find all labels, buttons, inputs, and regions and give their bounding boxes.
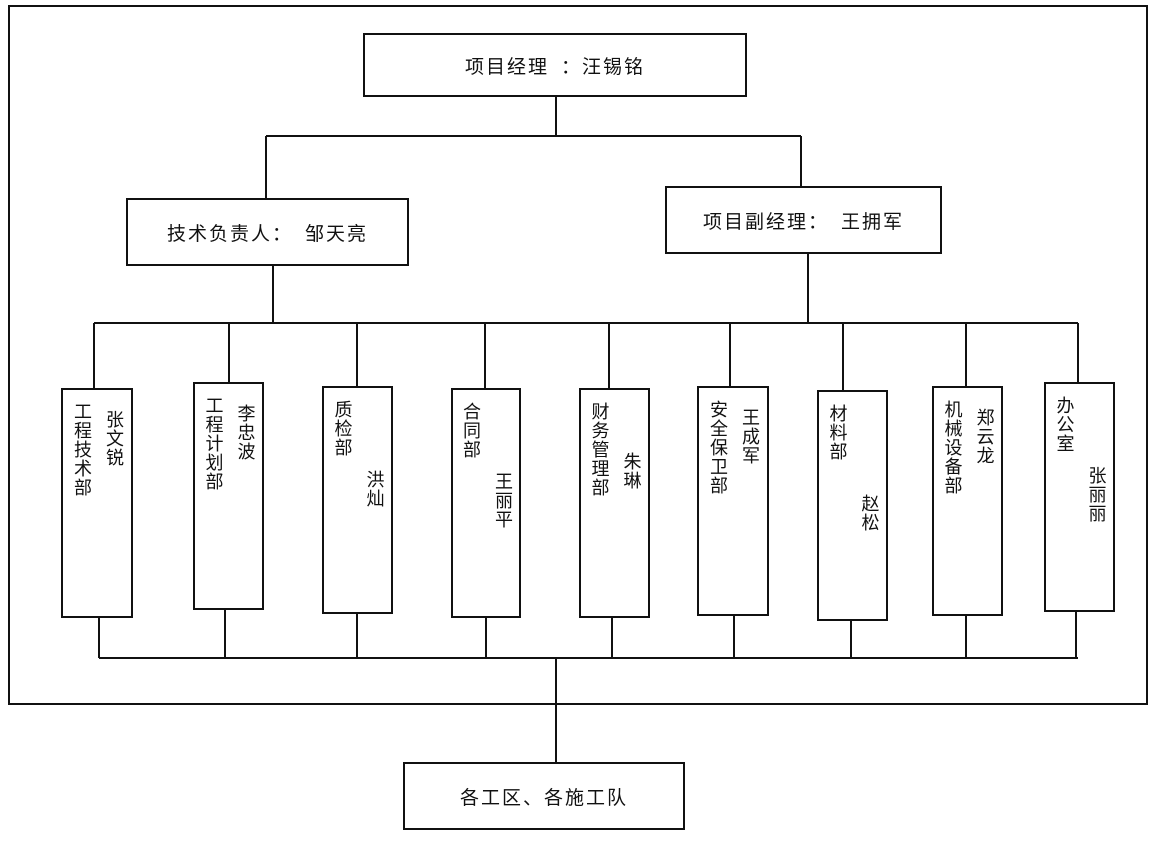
- dept-head: 张丽丽: [1085, 466, 1107, 523]
- dept-head: 洪灿: [363, 470, 385, 508]
- dept-title: 工程计划部: [202, 396, 224, 491]
- dept-box-safety: 安全保卫部 王成军: [697, 386, 769, 616]
- dept-title: 合同部: [460, 402, 481, 459]
- work-zones-label: 各工区、各施工队: [459, 786, 628, 809]
- project-manager-title: 项目经理: [464, 55, 549, 78]
- dept-box-machinery: 机械设备部 郑云龙: [932, 386, 1003, 616]
- dept-title: 机械设备部: [941, 400, 963, 495]
- tech-lead-box: 技术负责人： 邹天亮: [126, 198, 409, 266]
- dept-box-office: 办公室 张丽丽: [1044, 382, 1115, 612]
- dept-head: 王成军: [739, 408, 760, 465]
- project-manager-box: 项目经理 ： 汪锡铭: [363, 33, 747, 97]
- dept-box-contract: 合同部 王丽平: [451, 388, 521, 618]
- dept-box-engineering-plan: 工程计划部 李忠波: [193, 382, 264, 610]
- dept-head: 张文锐: [103, 410, 124, 467]
- dept-box-finance: 财务管理部 朱琳: [579, 388, 650, 618]
- dept-title: 财务管理部: [588, 402, 610, 497]
- deputy-manager-title: 项目副经理：: [702, 210, 829, 233]
- dept-title: 质检部: [331, 400, 353, 457]
- dept-head: 郑云龙: [973, 408, 995, 465]
- project-manager-sep: ：: [560, 55, 582, 78]
- tech-lead-title: 技术负责人：: [166, 222, 293, 245]
- dept-title: 办公室: [1053, 396, 1075, 453]
- work-zones-box: 各工区、各施工队: [403, 762, 685, 830]
- dept-box-materials: 材料部 赵松: [817, 390, 888, 621]
- dept-title: 安全保卫部: [707, 400, 728, 495]
- dept-box-quality: 质检部 洪灿: [322, 386, 393, 614]
- deputy-manager-name: 王拥军: [841, 210, 905, 233]
- project-manager-name: 汪锡铭: [582, 55, 646, 78]
- tech-lead-name: 邹天亮: [305, 222, 369, 245]
- deputy-manager-box: 项目副经理： 王拥军: [665, 186, 942, 254]
- dept-title: 工程技术部: [71, 402, 92, 497]
- dept-head: 李忠波: [234, 404, 256, 461]
- dept-head: 王丽平: [492, 472, 513, 529]
- dept-box-engineering-tech: 工程技术部 张文锐: [61, 388, 133, 618]
- dept-title: 材料部: [826, 404, 848, 461]
- outer-frame: [8, 5, 1148, 705]
- dept-head: 赵松: [858, 494, 880, 532]
- dept-head: 朱琳: [620, 452, 642, 490]
